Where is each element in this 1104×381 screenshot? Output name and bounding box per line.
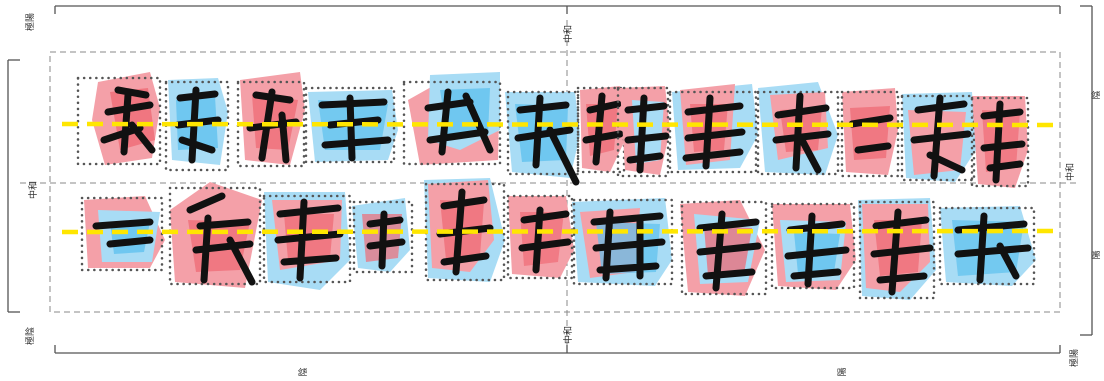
top-axis [54, 5, 1061, 14]
character-row-2 [80, 178, 1036, 300]
bottom-left-extreme-yin-label: 極陰 [24, 327, 36, 345]
character-glyph [900, 92, 976, 182]
character-glyph [168, 182, 262, 288]
character-glyph [756, 82, 840, 176]
character-glyph [236, 72, 306, 168]
top-center-neutral-label: 中和 [562, 25, 574, 43]
character-row-1 [76, 72, 1030, 188]
character-glyph [680, 200, 768, 296]
character-glyph [616, 86, 670, 178]
bottom-right-extreme-yang-label: 極陽 [1068, 349, 1080, 367]
character-glyph [840, 88, 900, 178]
character-glyph [76, 72, 162, 166]
right-top-yin-label: 陰 [1090, 90, 1102, 99]
right-center-neutral-label: 中和 [1064, 163, 1076, 181]
character-glyph [304, 86, 398, 164]
character-glyph [352, 198, 414, 274]
character-glyph [164, 78, 230, 172]
left-axis [7, 59, 20, 313]
bottom-yang-label: 陽 [837, 367, 848, 376]
right-axis [1080, 5, 1093, 336]
character-glyph [402, 72, 502, 166]
dashed-frame [20, 20, 1080, 345]
character-glyph [668, 84, 758, 174]
bottom-center-neutral-label: 中和 [562, 326, 574, 344]
character-glyph [770, 202, 856, 290]
character-glyph [572, 198, 674, 286]
guide-lines [61, 121, 1056, 235]
character-glyph [576, 86, 626, 174]
character-glyph [262, 192, 352, 290]
row-1-guide-line [61, 121, 1056, 128]
character-glyph [970, 96, 1030, 188]
left-center-neutral-label: 中和 [27, 181, 39, 199]
character-glyph [505, 90, 580, 186]
top-left-extreme-yang-label: 極陽 [24, 13, 36, 31]
character-glyph [938, 206, 1036, 286]
character-glyph [506, 194, 574, 280]
axis-labels: 極陽 中和 中和 中和 極陰 中和 極陽 陰 陽 陰 陽 [24, 13, 1102, 377]
character-glyph [858, 198, 936, 300]
bottom-axis [54, 345, 1061, 354]
bottom-yin-label: 陰 [297, 367, 309, 376]
row-2-guide-line [61, 228, 1056, 235]
right-bottom-yang-label: 陽 [1091, 250, 1102, 259]
